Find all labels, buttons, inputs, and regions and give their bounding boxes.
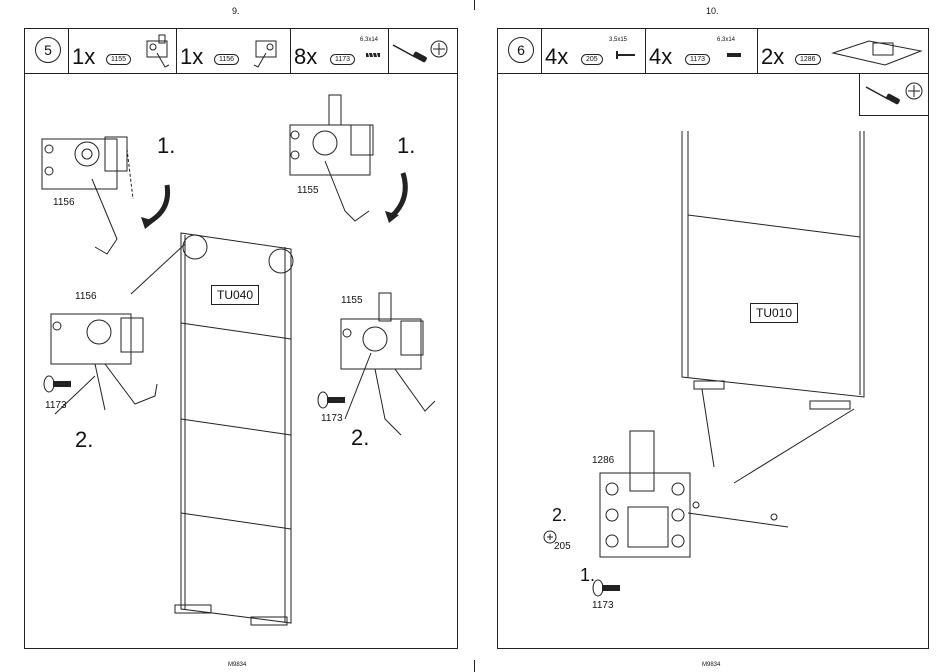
part-cell-1173: 8x 1173 6,3x14 <box>290 29 389 73</box>
left-parts-header: 5 1x 1155 1x 1156 8x 1173 6,3x14 <box>25 29 457 74</box>
label-205: 205 <box>554 541 571 552</box>
step-number: 6 <box>508 37 534 63</box>
label-1173-right: 1173 <box>321 413 343 424</box>
hinge-part-icon <box>143 33 173 69</box>
part-cell-1286: 2x 1286 <box>757 29 927 73</box>
label-1156-top: 1156 <box>53 197 75 208</box>
left-footer-code: M9834 <box>228 662 246 668</box>
right-page-number: 10. <box>706 6 719 16</box>
panel-tu010-drawing <box>674 127 894 427</box>
phillips-head-icon <box>429 39 449 59</box>
screw-icon <box>615 49 639 61</box>
left-page-number: 9. <box>232 6 240 16</box>
screw-1173-left <box>43 373 73 395</box>
rotate-arrow-right <box>381 169 421 225</box>
right-page: 6 4x 205 3,5x15 4x 1173 6,3x14 2x 1286 <box>497 28 929 649</box>
label-1173-left: 1173 <box>45 400 67 411</box>
hinge-part-icon <box>252 33 282 69</box>
part-code: 1173 <box>330 54 355 65</box>
phillips-head-icon <box>904 81 924 101</box>
bracket-part-icon <box>829 33 925 69</box>
label-1156-mid: 1156 <box>75 291 97 302</box>
step-number: 5 <box>35 37 61 63</box>
part-cell-1155: 1x 1155 <box>68 29 177 73</box>
part-code: 1173 <box>685 54 710 65</box>
step-cell: 5 <box>25 29 69 73</box>
part-qty: 1x <box>72 44 95 70</box>
part-qty: 2x <box>761 44 784 70</box>
part-cell-205: 4x 205 3,5x15 <box>541 29 646 73</box>
part-qty: 1x <box>180 44 203 70</box>
part-cell-1173: 4x 1173 6,3x14 <box>645 29 758 73</box>
bracket-1286-drawing <box>588 427 798 577</box>
right-footer-code: M9834 <box>702 662 720 668</box>
step-2-right: 2. <box>351 425 369 451</box>
crop-mark-top <box>474 0 475 10</box>
step-1-right: 1. <box>397 133 415 159</box>
screw-1173 <box>592 577 622 599</box>
part-code: 1155 <box>106 54 131 65</box>
step-cell: 6 <box>498 29 542 73</box>
part-code: 1286 <box>795 54 821 65</box>
screwdriver-icon <box>864 83 904 107</box>
left-page: 5 1x 1155 1x 1156 8x 1173 6,3x14 <box>24 28 458 649</box>
board-label-tu040: TU040 <box>211 285 259 305</box>
label-1173: 1173 <box>592 600 614 611</box>
rotate-arrow-left <box>137 181 177 231</box>
part-size: 3,5x15 <box>609 37 627 43</box>
label-1155-mid: 1155 <box>341 295 363 306</box>
step-1-left: 1. <box>157 133 175 159</box>
screw-icon <box>364 47 384 63</box>
screwdriver-icon <box>391 41 431 65</box>
screw-icon <box>725 47 745 63</box>
screw-1173-right <box>317 389 347 411</box>
part-qty: 4x <box>649 44 672 70</box>
label-1155-top: 1155 <box>297 185 319 196</box>
part-size: 6,3x14 <box>717 37 735 43</box>
crop-mark-bottom <box>474 660 475 672</box>
part-code: 205 <box>581 54 603 65</box>
hinge-1155-drawing-mid <box>325 291 445 441</box>
part-qty: 4x <box>545 44 568 70</box>
right-parts-header: 6 4x 205 3,5x15 4x 1173 6,3x14 2x 1286 <box>498 29 928 74</box>
board-label-tu010: TU010 <box>750 303 798 323</box>
part-qty: 8x <box>294 44 317 70</box>
step-2-left: 2. <box>75 427 93 453</box>
tool-box <box>859 73 928 116</box>
part-cell-1156: 1x 1156 <box>176 29 291 73</box>
step-2: 2. <box>552 505 567 526</box>
part-size: 6,3x14 <box>360 37 378 43</box>
part-code: 1156 <box>214 54 239 65</box>
label-1286: 1286 <box>592 455 614 466</box>
